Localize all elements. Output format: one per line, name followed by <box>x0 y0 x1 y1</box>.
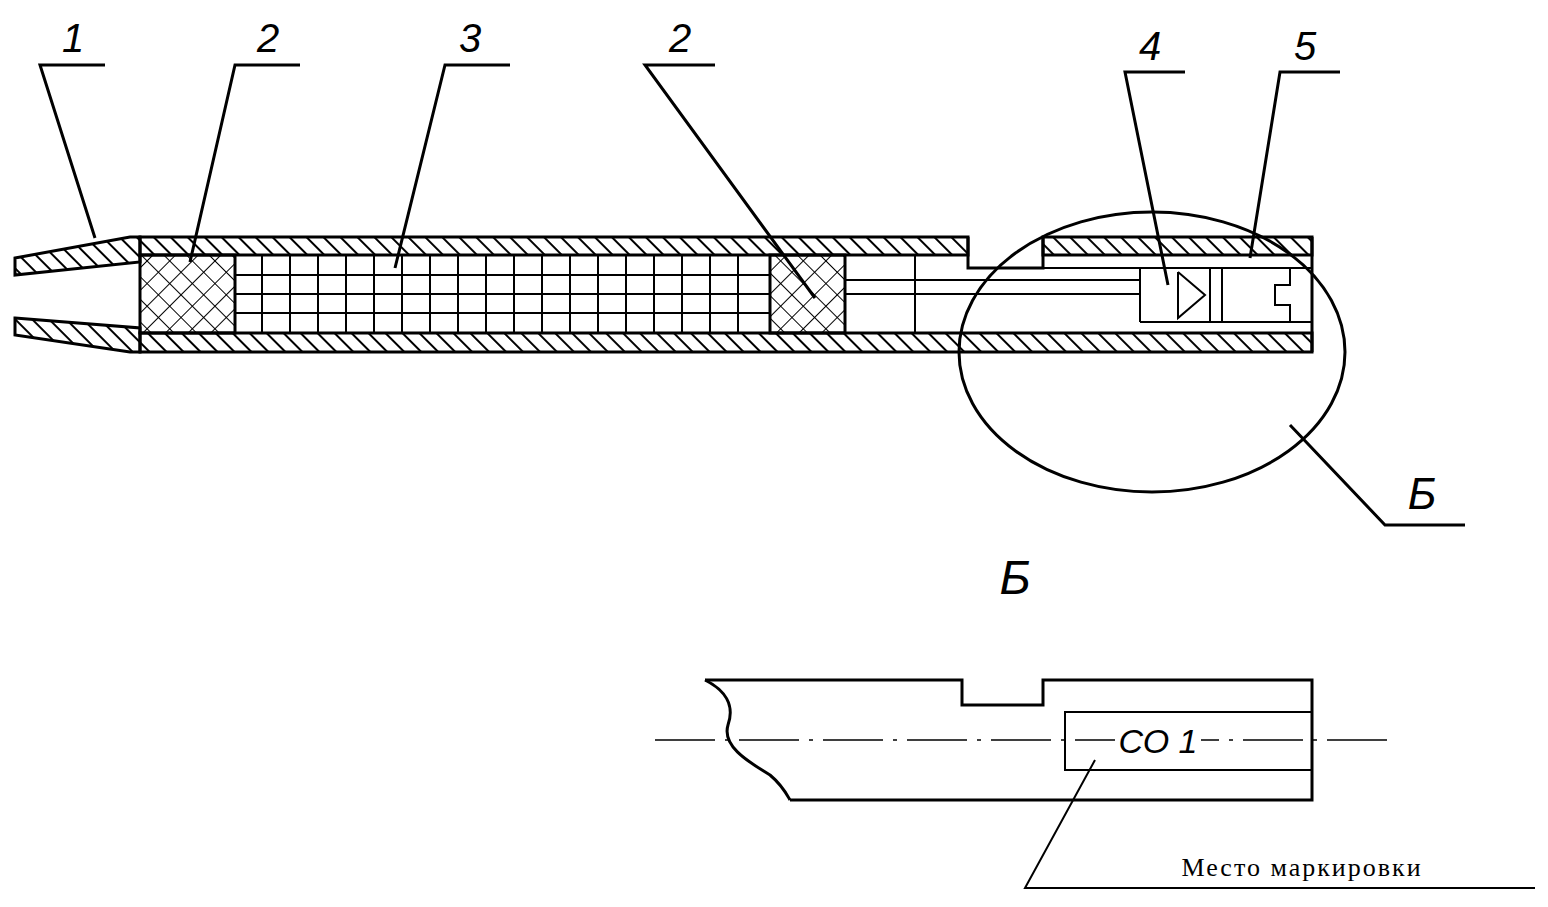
callout-number: 1 <box>62 18 84 58</box>
callout-number: 5 <box>1294 26 1316 66</box>
detail-circle <box>959 212 1345 492</box>
leader-lines <box>40 65 1465 525</box>
charge-grid <box>235 255 770 333</box>
view-title: Б <box>999 554 1030 602</box>
callout-number: 2 <box>669 18 691 58</box>
detail-view <box>655 680 1535 888</box>
callout-number: 4 <box>1139 26 1161 66</box>
plug <box>140 255 845 333</box>
callout-number: 2 <box>257 18 279 58</box>
fuse-assembly <box>845 255 1290 333</box>
tube-wall <box>140 237 1312 352</box>
view-callout: Б <box>1408 472 1437 516</box>
callout-number: 3 <box>459 18 481 58</box>
marking-text: СО 1 <box>1115 724 1202 758</box>
marking-note: Место маркировки <box>1181 855 1422 881</box>
tip-part <box>15 237 140 352</box>
